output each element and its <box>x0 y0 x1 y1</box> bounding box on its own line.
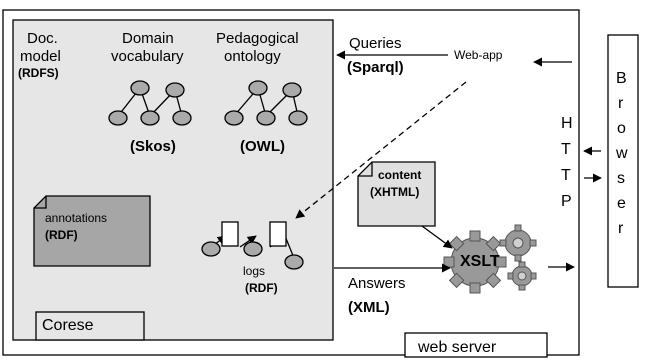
http-letter-t2: T <box>561 167 571 184</box>
logs-graph <box>201 221 304 270</box>
ped-ontology-title-2: ontology <box>224 48 281 65</box>
annotations-document <box>33 195 151 267</box>
xslt-label: XSLT <box>460 253 500 270</box>
corese-label-box <box>35 311 145 341</box>
browser-letter-4: w <box>616 145 628 162</box>
http-letter-p: P <box>561 193 572 210</box>
annotations-label: annotations <box>45 211 108 225</box>
skos-label: (Skos) <box>130 138 176 155</box>
owl-label: (OWL) <box>240 138 285 155</box>
http-letter-t1: T <box>561 141 571 158</box>
http-letter-h: H <box>561 115 573 132</box>
annotations-format: (RDF) <box>45 228 78 242</box>
domain-vocab-title-2: vocabulary <box>111 48 184 65</box>
web-app-label: Web-app <box>454 48 503 62</box>
xslt-gears <box>443 224 537 294</box>
content-format: (XHTML) <box>370 185 420 199</box>
skos-graph <box>108 80 192 126</box>
browser-letter-3: o <box>617 120 626 137</box>
logs-label: logs <box>243 264 266 278</box>
xml-label: (XML) <box>348 299 390 316</box>
queries-label: Queries <box>349 35 402 52</box>
content-label: content <box>378 168 422 182</box>
doc-model-title-1: Doc. <box>27 30 58 47</box>
logs-format: (RDF) <box>245 281 278 295</box>
owl-graph <box>224 80 308 126</box>
doc-model-format: (RDFS) <box>18 66 59 80</box>
browser-letter-7: r <box>618 220 624 237</box>
web-server-label: web server <box>418 339 497 356</box>
sparql-label: (Sparql) <box>347 59 404 76</box>
browser-box <box>607 34 639 288</box>
browser-letter-6: e <box>617 195 626 212</box>
webapp-to-logs-arrow <box>295 81 467 219</box>
domain-vocab-title-1: Domain <box>122 30 174 47</box>
browser-letter-1: B <box>616 70 627 87</box>
corese-label: Corese <box>42 317 94 334</box>
answers-label: Answers <box>348 275 406 292</box>
doc-model-title-2: model <box>20 48 61 65</box>
content-document <box>357 161 436 227</box>
content-to-xslt-arrow <box>421 225 453 249</box>
browser-letter-2: r <box>618 95 624 112</box>
ped-ontology-title-1: Pedagogical <box>216 30 299 47</box>
corese-box <box>12 19 334 341</box>
web-server-label-box <box>404 332 548 358</box>
browser-letter-5: s <box>617 170 625 187</box>
